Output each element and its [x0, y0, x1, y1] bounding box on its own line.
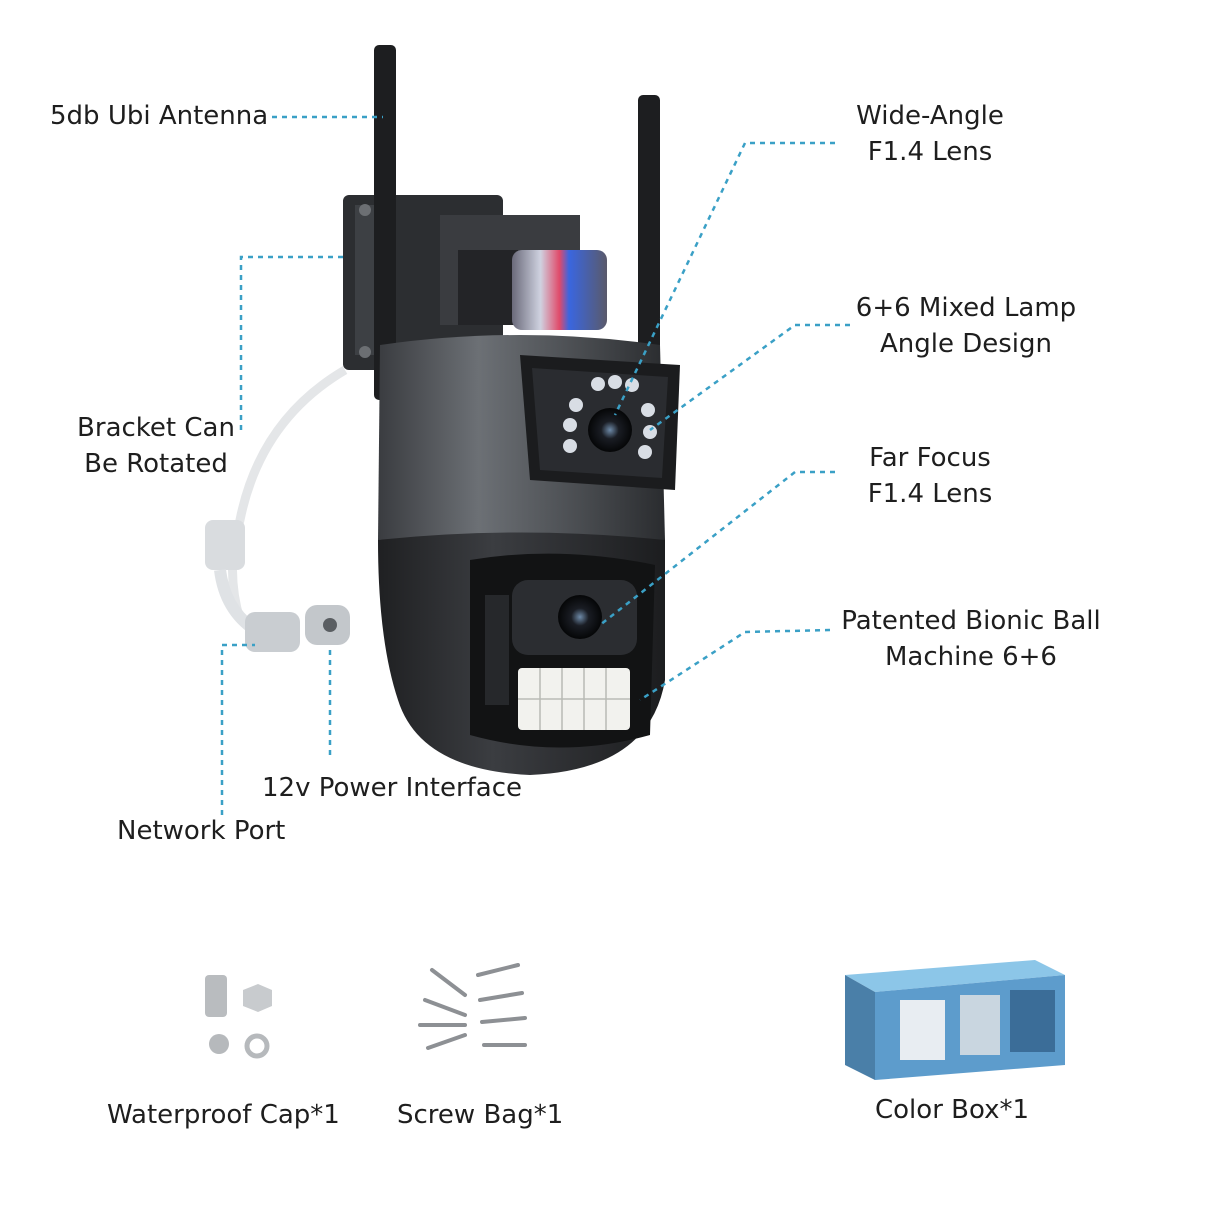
- waterproof-cap-icon: [205, 975, 272, 1059]
- wide-angle-label-line2: F1.4 Lens: [867, 137, 993, 167]
- bracket-label: Bracket Can Be Rotated: [76, 410, 236, 482]
- wide-angle-module: [520, 355, 680, 490]
- color-box-caption: Color Box*1: [875, 1095, 1030, 1125]
- antenna-right: [638, 95, 660, 375]
- screw-bag-caption: Screw Bag*1: [397, 1100, 564, 1130]
- far-focus-label: Far Focus F1.4 Lens: [840, 440, 1020, 512]
- power-interface-label: 12v Power Interface: [262, 773, 523, 803]
- far-focus-label-line1: Far Focus: [869, 443, 991, 473]
- screw-bag-icon: [418, 963, 527, 1050]
- far-focus-module: [485, 580, 637, 705]
- far-focus-label-line2: F1.4 Lens: [867, 479, 993, 509]
- mixed-lamp-label-line2: Angle Design: [879, 329, 1053, 359]
- wide-angle-lens-icon: [588, 408, 632, 452]
- bionic-ball-label-line2: Machine 6+6: [885, 642, 1057, 672]
- bracket-label-line1: Bracket Can: [77, 413, 235, 443]
- bionic-ball-label: Patented Bionic Ball Machine 6+6: [832, 603, 1110, 675]
- warning-light: [512, 250, 607, 330]
- color-box-icon: [845, 960, 1065, 1080]
- led-array: [518, 668, 630, 730]
- camera-cable: [205, 366, 350, 652]
- waterproof-cap-caption: Waterproof Cap*1: [107, 1100, 340, 1130]
- antenna-label: 5db Ubi Antenna: [50, 101, 269, 131]
- network-port-connector: [245, 612, 300, 652]
- mixed-lamp-label: 6+6 Mixed Lamp Angle Design: [848, 290, 1084, 362]
- bracket-label-line2: Be Rotated: [84, 449, 228, 479]
- network-port-label: Network Port: [117, 816, 286, 846]
- mixed-lamp-label-line1: 6+6 Mixed Lamp: [855, 293, 1077, 323]
- leader-lines: [220, 115, 850, 815]
- bionic-ball-label-line1: Patented Bionic Ball: [841, 606, 1101, 636]
- wide-angle-label: Wide-Angle F1.4 Lens: [840, 98, 1020, 170]
- wide-angle-label-line1: Wide-Angle: [856, 101, 1004, 131]
- far-focus-lens-icon: [558, 595, 602, 639]
